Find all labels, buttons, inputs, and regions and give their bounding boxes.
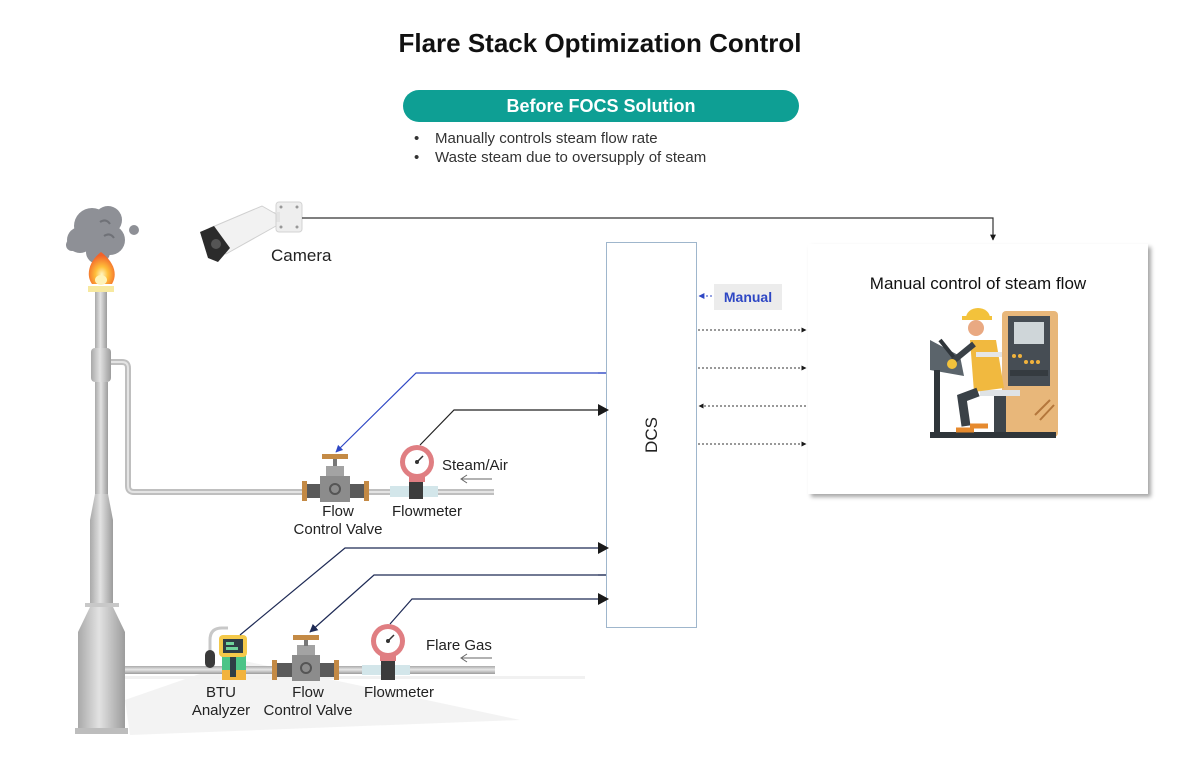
camera-signal-line bbox=[302, 217, 996, 241]
analyzer-icon bbox=[205, 626, 247, 680]
gas-valve-command-line bbox=[309, 574, 606, 633]
page-title: Flare Stack Optimization Control bbox=[398, 28, 802, 58]
steam-flowmeter bbox=[390, 445, 438, 499]
manual-valve-command-line bbox=[335, 372, 606, 453]
camera-label: Camera bbox=[271, 246, 332, 265]
dcs-box bbox=[606, 242, 697, 628]
gas-flow-control-valve bbox=[272, 635, 339, 681]
manual-panel-title: Manual control of steam flow bbox=[869, 274, 1087, 293]
gas-flowmeter-label: Flowmeter bbox=[364, 684, 435, 701]
bullet-list: Manually controls steam flow rate Waste … bbox=[414, 129, 706, 167]
gas-flowmeter-signal-line bbox=[389, 594, 609, 625]
steam-valve-label: Flow Control Valve bbox=[293, 503, 383, 538]
steam-flow-control-valve bbox=[302, 454, 369, 502]
steam-medium-label: Steam/Air bbox=[442, 457, 508, 474]
gas-flowmeter bbox=[362, 624, 410, 680]
bullet-item: Waste steam due to oversupply of steam bbox=[414, 148, 706, 167]
bullet-camera-icon bbox=[200, 201, 303, 262]
gas-valve-label: Flow Control Valve bbox=[263, 684, 353, 719]
btu-analyzer-label: BTU Analyzer bbox=[191, 684, 251, 719]
before-focs-banner: Before FOCS Solution bbox=[403, 90, 799, 122]
bullet-item: Manually controls steam flow rate bbox=[414, 129, 706, 148]
gas-medium-label: Flare Gas bbox=[426, 637, 492, 654]
flame-smoke-icon bbox=[66, 206, 139, 285]
gas-pipe bbox=[125, 666, 585, 679]
steam-flowmeter-signal-line bbox=[419, 405, 609, 446]
manual-mode-tag: Manual bbox=[714, 284, 782, 310]
dcs-label: DCS bbox=[641, 417, 661, 453]
steam-flowmeter-label: Flowmeter bbox=[392, 503, 463, 520]
btu-signal-line bbox=[239, 543, 609, 636]
